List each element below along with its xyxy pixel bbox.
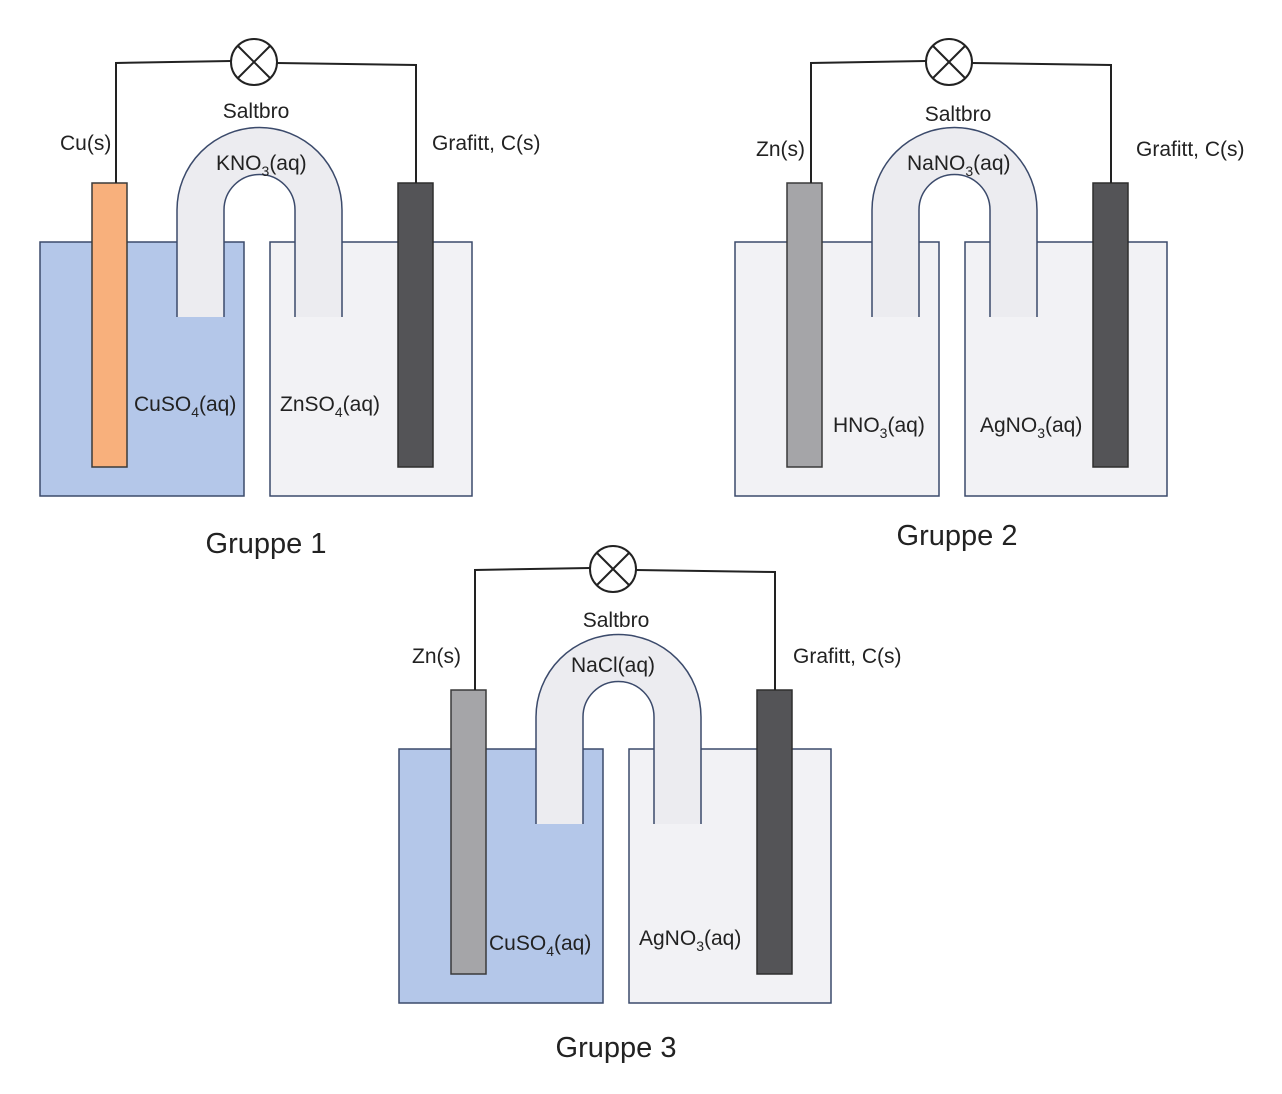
group-caption: Gruppe 3 — [556, 1032, 677, 1064]
salt-bridge-solution-label: NaCl(aq) — [571, 654, 655, 677]
lamp-icon — [589, 545, 637, 593]
salt-bridge-inner-outline — [918, 173, 991, 317]
salt-bridge-label: Saltbro — [925, 103, 992, 126]
left-electrode-label: Zn(s) — [412, 645, 461, 668]
left-wire — [474, 567, 591, 690]
graphite-electrode-label: Grafitt, C(s) — [793, 645, 902, 668]
left-solution-label: CuSO4(aq) — [489, 932, 591, 959]
lamp-icon — [925, 38, 973, 86]
salt-bridge-outer-outline — [871, 126, 1038, 317]
right-electrode — [397, 182, 434, 468]
right-wire — [635, 569, 776, 690]
salt-bridge — [872, 127, 1037, 317]
graphite-electrode-label: Grafitt, C(s) — [432, 132, 541, 155]
group-caption: Gruppe 1 — [206, 528, 327, 560]
right-solution-label: AgNO3(aq) — [639, 927, 741, 954]
right-electrode — [1092, 182, 1129, 468]
salt-bridge — [177, 127, 342, 317]
right-wire — [276, 62, 417, 183]
left-electrode — [786, 182, 823, 468]
right-wire — [971, 62, 1112, 183]
graphite-electrode-label: Grafitt, C(s) — [1136, 138, 1245, 161]
left-electrode — [450, 689, 487, 975]
salt-bridge-solution-label: KNO3(aq) — [216, 152, 307, 179]
salt-bridge — [536, 634, 701, 824]
left-electrode — [91, 182, 128, 468]
left-wire — [115, 60, 232, 183]
right-solution-label: AgNO3(aq) — [980, 414, 1082, 441]
left-solution-label: CuSO4(aq) — [134, 393, 236, 420]
salt-bridge-label: Saltbro — [583, 609, 650, 632]
right-solution-label: ZnSO4(aq) — [280, 393, 380, 420]
lamp-icon — [230, 38, 278, 86]
salt-bridge-outer-outline — [176, 126, 343, 317]
right-electrode — [756, 689, 793, 975]
left-wire — [810, 60, 927, 183]
group-caption: Gruppe 2 — [897, 520, 1018, 552]
left-electrode-label: Cu(s) — [60, 132, 111, 155]
salt-bridge-inner-outline — [582, 680, 655, 824]
salt-bridge-solution-label: NaNO3(aq) — [907, 152, 1011, 179]
left-electrode-label: Zn(s) — [756, 138, 805, 161]
salt-bridge-outer-outline — [535, 633, 702, 824]
salt-bridge-label: Saltbro — [223, 100, 290, 123]
left-solution-label: HNO3(aq) — [833, 414, 925, 441]
salt-bridge-inner-outline — [223, 173, 296, 317]
